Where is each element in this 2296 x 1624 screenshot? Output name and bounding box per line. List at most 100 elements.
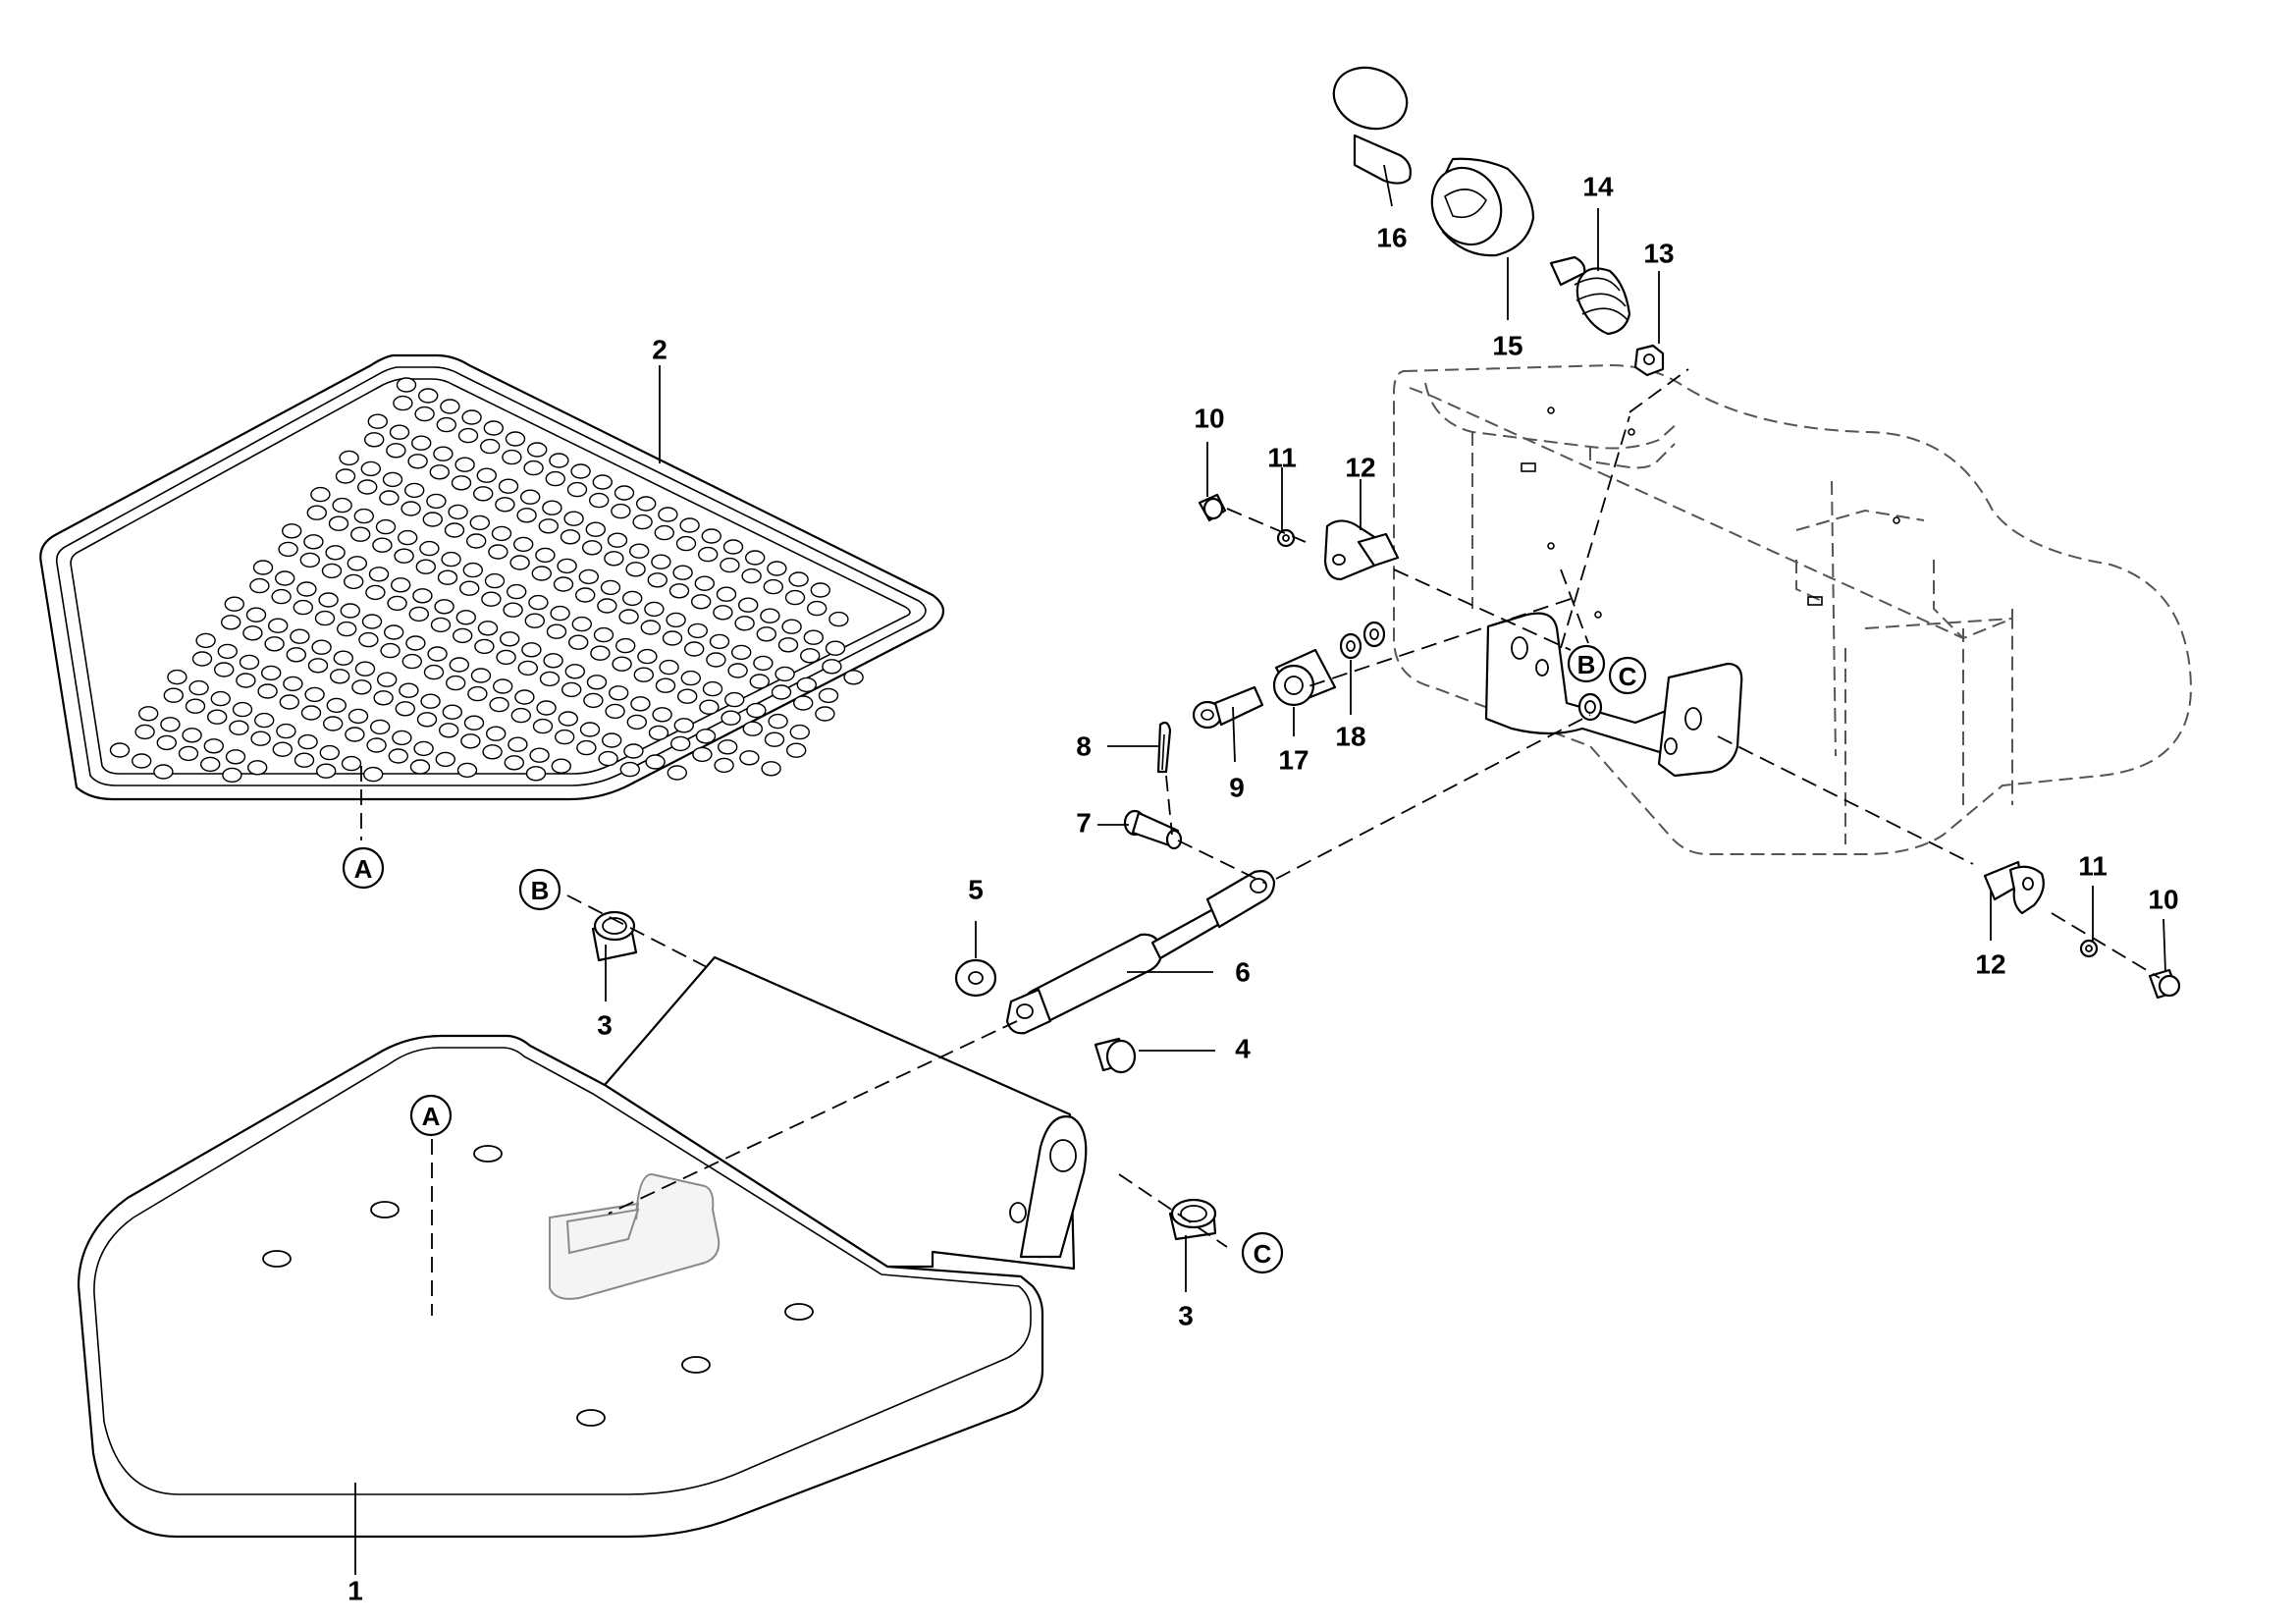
mat-tread-dot (229, 720, 249, 735)
mat-tread-dot (586, 675, 608, 690)
ref-b-bracket: B (1567, 644, 1606, 683)
mat-tread-dot (560, 529, 581, 545)
mat-tread-dot (131, 753, 152, 769)
mat-tread-dot (630, 696, 651, 712)
mat-tread-dot (550, 605, 570, 622)
mat-tread-dot (420, 693, 441, 709)
mat-tread-dot (427, 646, 448, 662)
mat-tread-dot (261, 665, 282, 681)
mat-tread-dot (411, 435, 432, 451)
mat-tread-dot (467, 685, 488, 702)
mat-tread-dot (316, 763, 337, 779)
svg-text:C: C (1254, 1239, 1272, 1269)
mat-tread-dot (698, 546, 719, 563)
mat-tread-dot (535, 547, 556, 564)
mat-tread-dot (734, 616, 755, 631)
mat-tread-dot (527, 442, 548, 458)
hinge-pin-top (1323, 519, 1400, 581)
pivot-pin (1094, 1037, 1137, 1074)
mat-tread-dot (203, 738, 225, 754)
mat-tread-dot (351, 679, 372, 695)
mat-tread-dot (321, 563, 343, 579)
mat-tread-dot (625, 562, 646, 577)
mat-tread-dot (818, 687, 839, 704)
mat-tread-dot (498, 478, 519, 494)
mat-tread-dot (509, 555, 530, 570)
mat-tread-dot (571, 616, 592, 632)
mat-tread-dot (659, 659, 679, 676)
mat-tread-dot (589, 492, 610, 509)
mat-tread-dot (326, 697, 347, 714)
mat-tread-dot (188, 679, 209, 696)
seat-frame-phantom (1393, 363, 2193, 855)
callout-12-bottom: 12 (1975, 948, 2005, 979)
mat-tread-dot (609, 685, 629, 701)
mat-tread-dot (442, 704, 462, 720)
mat-tread-dot (727, 663, 748, 678)
callout-14: 14 (1582, 171, 1614, 201)
mat-tread-dot (156, 734, 178, 751)
mat-tread-dot (354, 661, 376, 677)
mat-tread-dot (232, 701, 253, 718)
mat-tread-dot (225, 749, 246, 765)
mat-tread-dot (474, 638, 495, 655)
mat-tread-dot (220, 615, 241, 630)
mat-tread-dot (605, 703, 625, 720)
screw-top (1198, 493, 1227, 522)
mat-tread-dot (695, 729, 717, 744)
mat-tread-dot (409, 759, 431, 775)
mat-tread-dot (731, 644, 752, 661)
mat-tread-dot (645, 754, 666, 770)
mat-tread-dot (340, 603, 360, 619)
mat-tread-dot (461, 409, 482, 425)
mat-tread-dot (353, 508, 374, 524)
mat-tread-dot (585, 521, 606, 537)
mat-tread-dot (582, 540, 603, 556)
mat-tread-dot (328, 515, 349, 531)
mat-tread-dot (264, 636, 285, 652)
mat-tread-dot (307, 658, 329, 674)
mat-tread-dot (314, 610, 336, 626)
mat-tread-dot (178, 745, 199, 762)
svg-text:C: C (1619, 662, 1637, 691)
mat-tread-dot (825, 640, 846, 656)
mat-tread-pattern (109, 377, 864, 784)
mat-tread-dot (217, 643, 239, 660)
mat-tread-dot (433, 446, 454, 461)
mat-tread-dot (761, 761, 781, 777)
mat-tread-dot (722, 539, 744, 555)
mat-tread-dot (706, 652, 726, 668)
mat-tread-dot (612, 656, 632, 672)
mat-tread-dot (245, 607, 267, 623)
mat-tread-dot (677, 688, 698, 704)
mat-tread-dot (525, 766, 547, 782)
mat-tread-dot (377, 672, 398, 687)
mat-tread-dot (358, 631, 379, 648)
mat-tread-dot (199, 756, 221, 773)
mat-tread-dot (365, 584, 386, 601)
leader-lines (354, 164, 2166, 1575)
callout-6: 6 (1235, 956, 1251, 987)
mat-tread-dot (652, 707, 672, 723)
mat-tread-dot (539, 671, 561, 687)
mat-tread-dot (426, 493, 447, 510)
mat-tread-dot (271, 588, 292, 605)
mat-tread-dot (483, 420, 504, 436)
mat-tread-dot (239, 654, 260, 671)
mat-tread-dot (361, 614, 383, 629)
mat-tread-dot (800, 648, 821, 664)
mat-tread-dot (786, 742, 807, 758)
mat-tread-dot (462, 562, 483, 578)
mat-tread-dot (496, 649, 516, 666)
mat-tread-dot (303, 534, 324, 550)
mat-tread-dot (536, 700, 557, 716)
mat-tread-dot (626, 714, 647, 731)
mat-tread-dot (670, 735, 691, 752)
mat-tread-dot (602, 732, 622, 748)
mat-tread-dot (764, 731, 785, 747)
mat-tread-dot (436, 416, 456, 433)
mat-tread-dot (254, 712, 275, 729)
mat-tread-dot (477, 621, 499, 636)
mat-tread-dot (470, 668, 492, 683)
callout-3-left: 3 (597, 1009, 613, 1040)
